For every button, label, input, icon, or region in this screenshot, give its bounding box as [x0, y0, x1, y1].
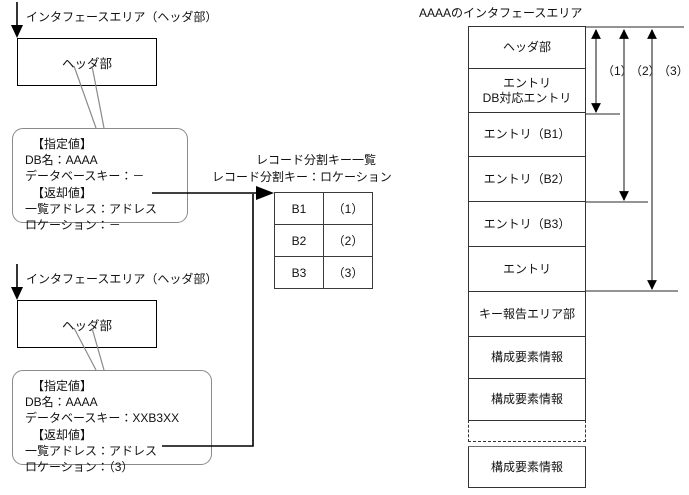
table-cell-location: （3） [323, 256, 373, 289]
area-cell-key-report: キー報告エリア部 [468, 291, 586, 336]
bracket-label-2: （2） [630, 64, 661, 78]
interface-area-title-right: AAAAのインタフェースエリア [419, 6, 583, 20]
callout-2-line-5: 一覧アドレス：アドレス [25, 443, 158, 458]
interface-area-label-1: インタフェースエリア（ヘッダ部） [26, 10, 218, 24]
area-cell-component-1-text: 構成要素情報 [490, 350, 563, 365]
table-cell-location: （2） [323, 224, 373, 257]
callout-1-line-1: 【指定値】 [32, 137, 93, 151]
callout-1-line-6: ロケーション：－ [25, 218, 121, 233]
callout-box-2: 【指定値】 DB名：AAAA データベースキー：XXB3XX 【返却値】 一覧ア… [12, 370, 212, 474]
table-cell-location: （1） [323, 192, 373, 225]
callout-box-1: 【指定値】 DB名：AAAA データベースキー：－ 【返却値】 一覧アドレス：ア… [12, 128, 188, 232]
callout-2-line-4: 【返却値】 [32, 427, 93, 442]
area-cell-component-3: 構成要素情報 [468, 446, 586, 488]
table-row: B2 （2） [274, 224, 373, 257]
key-table-caption-2: レコード分割キー：ロケーション [212, 170, 392, 184]
header-box-2: ヘッダ部 [17, 300, 157, 348]
bracket-label-1: （1） [602, 64, 633, 78]
callout-2-line-2: DB名：AAAA [25, 395, 98, 410]
callout-2-line-1: 【指定値】 [32, 379, 93, 393]
area-cell-entry-b1-text: エントリ（B1） [483, 127, 571, 142]
record-split-key-table: B1 （1） B2 （2） B3 （3） [274, 192, 373, 289]
callout-2-line-3: データベースキー：XXB3XX [25, 411, 180, 426]
area-cell-entry-b2-text: エントリ（B2） [483, 171, 571, 186]
area-cell-continuation-gap [468, 420, 586, 442]
table-cell-key: B3 [274, 256, 324, 289]
area-cell-entry-b3-text: エントリ（B3） [483, 216, 571, 231]
header-box-1: ヘッダ部 [17, 38, 157, 86]
callout-1-line-2: DB名：AAAA [25, 153, 98, 168]
area-cell-key-report-text: キー報告エリア部 [478, 306, 575, 321]
area-cell-entry-b2: エントリ（B2） [468, 156, 586, 201]
area-cell-entry: エントリ [468, 246, 586, 291]
bracket-label-3: （3） [658, 64, 689, 78]
interface-area-column: ヘッダ部 エントリ DB対応エントリ エントリ（B1） エントリ（B2） エント… [468, 26, 586, 488]
table-cell-key: B1 [274, 192, 324, 225]
record-split-key-table-body: B1 （1） B2 （2） B3 （3） [274, 192, 373, 289]
area-cell-entry-db-text1: エントリ [502, 76, 551, 90]
entry-arrow-icon-1 [11, 2, 23, 38]
area-cell-entry-text: エントリ [502, 261, 551, 276]
area-cell-entry-db-text2: DB対応エントリ [482, 90, 572, 105]
header-box-1-text: ヘッダ部 [61, 56, 112, 71]
area-cell-entry-b1: エントリ（B1） [468, 112, 586, 156]
callout-1-line-4: 【返却値】 [32, 185, 93, 200]
table-row: B1 （1） [274, 192, 373, 225]
area-cell-component-3-text: 構成要素情報 [490, 459, 563, 474]
area-cell-component-2-text: 構成要素情報 [490, 392, 563, 407]
entry-arrow-icon-2 [11, 264, 23, 300]
header-box-2-text: ヘッダ部 [61, 318, 112, 333]
area-cell-header: ヘッダ部 [468, 26, 586, 68]
area-cell-entry-b3: エントリ（B3） [468, 201, 586, 246]
key-table-caption-1: レコード分割キー一覧 [256, 153, 377, 167]
table-row: B3 （3） [274, 256, 373, 289]
callout-1-line-3: データベースキー：－ [25, 169, 145, 184]
area-cell-entry-db: エントリ DB対応エントリ [468, 68, 586, 112]
area-cell-component-1: 構成要素情報 [468, 336, 586, 378]
callout-2-line-6: ロケーション：（3） [25, 460, 134, 475]
area-cell-header-text: ヘッダ部 [502, 40, 551, 55]
interface-area-label-2: インタフェースエリア（ヘッダ部） [26, 272, 218, 286]
area-cell-component-2: 構成要素情報 [468, 378, 586, 420]
table-cell-key: B2 [274, 224, 324, 257]
callout-1-line-5: 一覧アドレス：アドレス [25, 201, 158, 216]
